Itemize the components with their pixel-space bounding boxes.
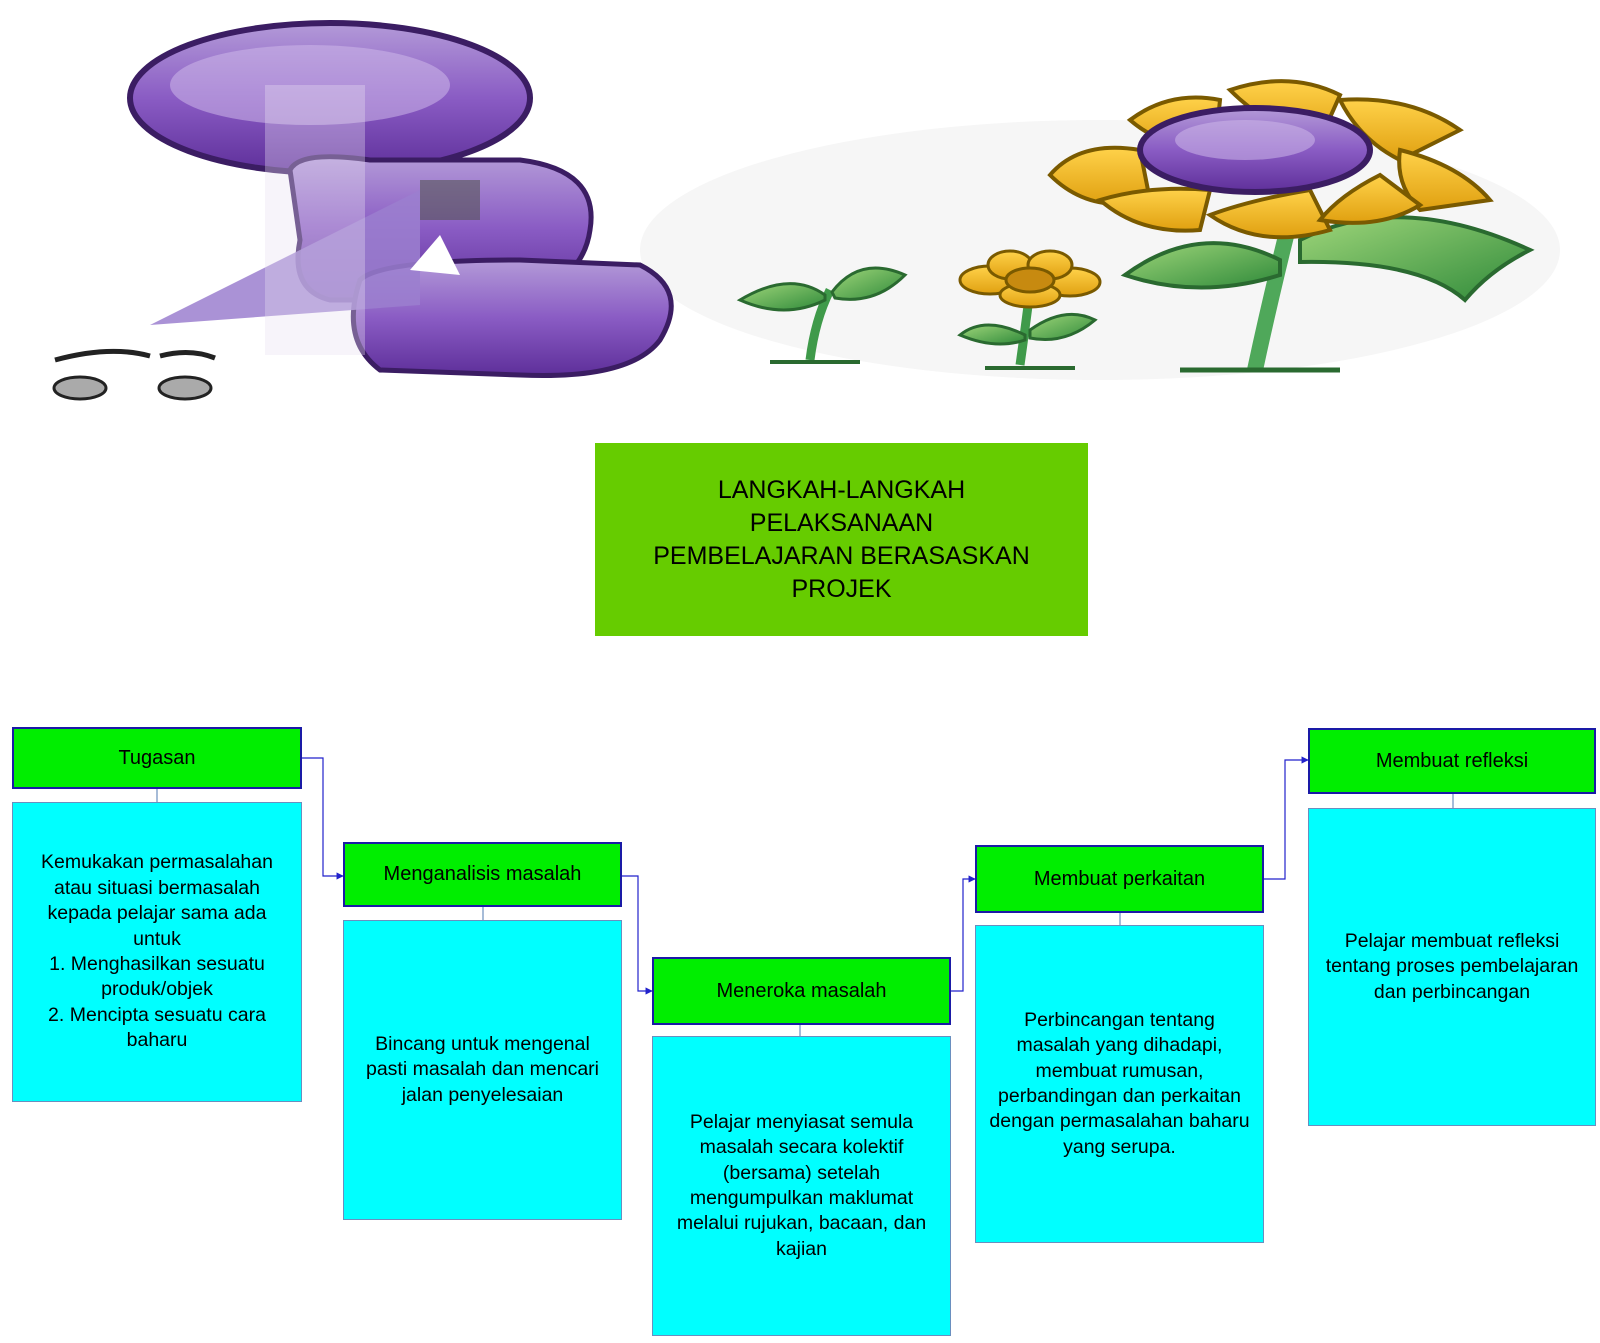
step-refleksi-description: Pelajar membuat refleksi tentang proses … [1308,808,1596,1126]
step-menganalisis-heading: Menganalisis masalah [343,842,622,907]
small-flower-icon [957,249,1102,370]
step-perkaitan-heading: Membuat perkaitan [975,845,1264,913]
step-menganalisis-description: Bincang untuk mengenal pasti masalah dan… [343,920,622,1220]
step-tugasan-description: Kemukakan permasalahan atau situasi berm… [12,802,302,1102]
step-perkaitan-description: Perbincangan tentang masalah yang dihada… [975,925,1264,1243]
diagram-title: LANGKAH-LANGKAH PELAKSANAAN PEMBELAJARAN… [595,443,1088,636]
connector-3-4 [951,875,976,992]
step-refleksi-heading: Membuat refleksi [1308,728,1596,794]
sprout-icon [736,266,908,364]
step-meneroka-heading: Meneroka masalah [652,957,951,1025]
connector-2-3 [622,875,653,995]
banner-illustration [52,20,1560,401]
purple-figure-icon [52,20,674,401]
connector-4-5 [1264,756,1309,880]
step-meneroka-description: Pelajar menyiasat semula masalah secara … [652,1036,951,1336]
step-tugasan-heading: Tugasan [12,727,302,789]
connector-1-2 [302,757,344,880]
sunflower-icon [1047,79,1535,373]
